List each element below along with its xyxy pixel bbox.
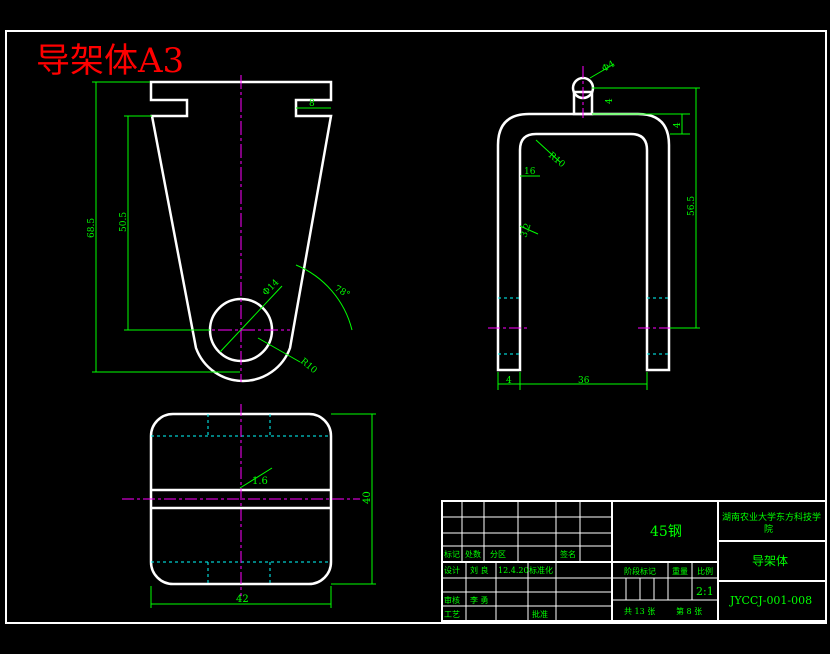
side-dim-4-b: 4 xyxy=(673,122,683,128)
tb-label-sign: 签名 xyxy=(560,549,576,559)
top-dim-42: 42 xyxy=(236,594,249,605)
tb-label-approve: 批准 xyxy=(532,609,548,619)
tb-label-design: 设计 xyxy=(444,565,460,575)
side-dim-36: 36 xyxy=(578,376,590,386)
side-view-centerlines xyxy=(488,66,680,329)
side-view-hidden-lines xyxy=(498,297,669,355)
tb-scale-value: 2:1 xyxy=(696,585,714,598)
tb-scale-label: 比例 xyxy=(697,566,713,576)
tb-part-name: 导架体 xyxy=(752,554,788,568)
tb-designer: 刘 良 xyxy=(470,565,489,575)
side-view-dimensions xyxy=(497,63,700,390)
front-dim-dia14: Φ14 xyxy=(261,278,282,299)
top-dim-40: 40 xyxy=(362,491,373,504)
side-dim-16: 16 xyxy=(524,167,536,177)
tb-weight-label: 重量 xyxy=(672,566,688,576)
tb-material: 45钢 xyxy=(650,524,682,540)
top-dim-1-6: 1.6 xyxy=(252,476,268,487)
tb-date: 12.4.20 xyxy=(498,566,529,575)
front-dim-68-5: 68.5 xyxy=(87,218,97,238)
front-dim-50-5: 50.5 xyxy=(119,212,129,232)
side-view-outer xyxy=(496,112,671,372)
title-block xyxy=(441,500,827,622)
drawing-red-title: 导架体A3 xyxy=(36,41,184,81)
tb-school: 湖南农业大学东方科技学 院 xyxy=(722,511,824,535)
side-dim-r10: R10 xyxy=(546,151,567,171)
side-dim-56-5: 56.5 xyxy=(687,196,697,216)
tb-stage-label: 阶段标记 xyxy=(624,566,656,576)
side-dim-3-2: 3.2 xyxy=(519,222,533,239)
front-dim-r10: R10 xyxy=(298,357,319,377)
drawing-border xyxy=(5,30,827,624)
tb-label-mark: 标记 xyxy=(444,549,460,559)
top-view-dimensions xyxy=(150,413,376,608)
tb-reviewer: 李 勇 xyxy=(470,595,489,605)
front-dim-angle-78: 78° xyxy=(333,284,352,301)
side-dim-4-a: 4 xyxy=(605,98,615,104)
front-dim-8: 8 xyxy=(309,99,315,109)
front-view-outline xyxy=(149,80,333,383)
side-dim-4-c: 4 xyxy=(506,376,512,386)
top-view-centerlines xyxy=(122,404,360,596)
tb-sheet-no: 第 8 张 xyxy=(676,606,702,616)
tb-drawing-no: JYCCJ-001-008 xyxy=(729,594,812,607)
tb-label-review: 审核 xyxy=(444,595,460,605)
tb-total-sheets: 共 13 张 xyxy=(624,607,655,616)
tb-label-process: 工艺 xyxy=(444,610,460,619)
tb-label-count: 处数 xyxy=(465,549,481,559)
side-dim-dia4: Φ4 xyxy=(601,59,618,74)
tb-label-standard: 标准化 xyxy=(529,565,553,575)
tb-label-zone: 分区 xyxy=(490,550,506,559)
front-view-dimensions xyxy=(92,81,353,373)
front-view-centerlines xyxy=(195,75,290,382)
